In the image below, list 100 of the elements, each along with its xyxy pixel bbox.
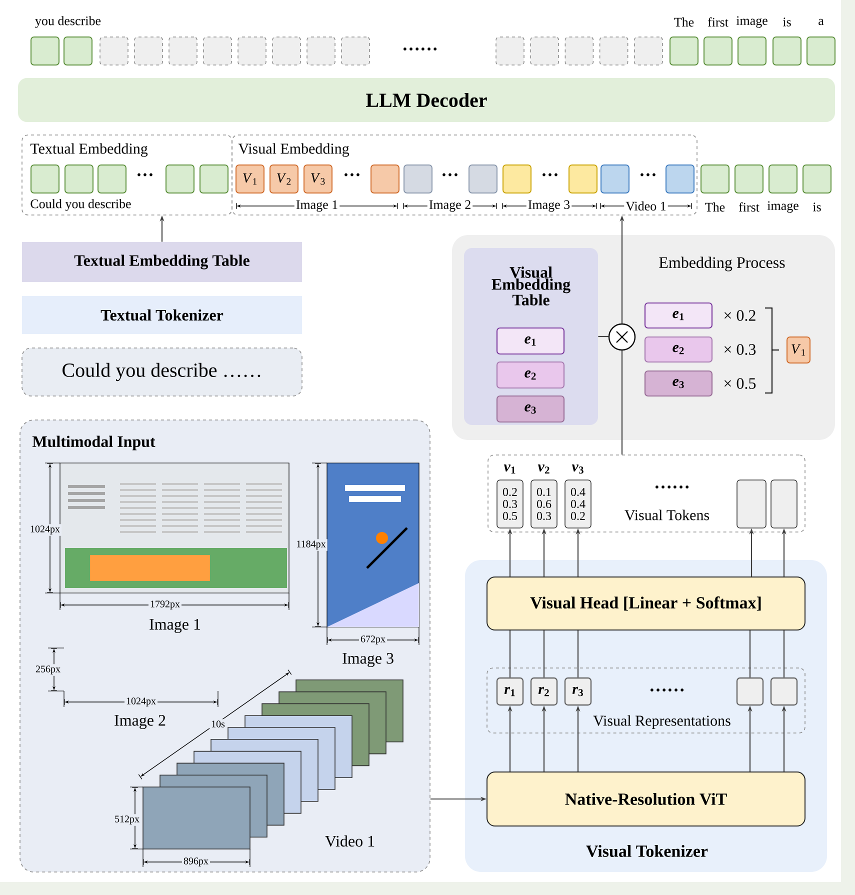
ellipsis: ···	[442, 173, 458, 176]
representation-box: r$_{3}$	[564, 677, 592, 706]
token-box	[468, 164, 498, 194]
token-box	[370, 164, 400, 194]
connector-line	[621, 350, 623, 455]
token-word: a	[818, 18, 824, 26]
vit-box: Native-Resolution ViT	[486, 772, 806, 826]
token-box	[168, 36, 198, 66]
token-box	[564, 36, 594, 66]
token-word: image	[736, 16, 768, 28]
token-box	[166, 164, 194, 194]
token-box	[100, 36, 128, 66]
connector-line	[749, 630, 751, 678]
embedding-box: e$_{1}$	[496, 327, 565, 355]
tokenizer-box: Textual Tokenizer	[22, 296, 302, 334]
dimension-label: 672px	[359, 634, 387, 646]
multiply-circle	[608, 323, 636, 351]
head-box: Visual Head [Linear + Softmax]	[486, 576, 806, 630]
token-box	[30, 164, 60, 194]
weight-label: × 0.2	[724, 310, 756, 321]
token-box: V$_{2}$	[270, 164, 298, 194]
token-box: V$_{1}$	[786, 336, 810, 364]
embedding-box: e$_{3}$	[496, 395, 565, 423]
dimension-label: 1184px	[294, 539, 328, 551]
node-label: v$_{3}$	[572, 464, 584, 474]
table-box: Textual Embedding Table	[22, 242, 302, 282]
ellipsis: ···	[344, 173, 360, 176]
token-word: The	[674, 17, 694, 27]
token-box	[600, 164, 630, 194]
representation-box: r$_{1}$	[496, 677, 524, 706]
token-vector-box: v$_{3}$ 0.4 0.4 0.2	[564, 464, 592, 528]
token-vector-box	[770, 480, 798, 528]
connector-line	[598, 336, 608, 338]
node-label: v$_{2}$	[538, 464, 550, 474]
image-caption: Image 3	[342, 653, 394, 668]
dimension-label: 896px	[182, 856, 210, 868]
token-box	[30, 36, 60, 66]
image-caption: Image 1	[150, 619, 200, 634]
token-box: V$_{3}$	[304, 164, 332, 194]
token-word: image	[767, 201, 798, 213]
connector-line	[543, 630, 545, 678]
ellipsis: ……	[650, 688, 684, 692]
image-placeholder	[326, 462, 420, 628]
dimension-label: 10s	[210, 719, 226, 729]
span-label: Image 2	[427, 198, 473, 214]
token-box	[530, 36, 559, 66]
token-box	[666, 164, 694, 194]
dimension-label: 1024px	[28, 524, 62, 536]
token-vector-box: v$_{1}$ 0.2 0.3 0.5	[496, 464, 524, 528]
dimension-label: 1792px	[148, 599, 182, 611]
token-box	[200, 164, 228, 194]
image-caption: Image 2	[114, 715, 166, 730]
token-box	[306, 36, 336, 66]
token-box: V$_{1}$	[236, 164, 264, 194]
decoder-band: LLM Decoder	[18, 78, 835, 122]
connector-line	[509, 630, 511, 678]
ellipsis: ···	[138, 173, 152, 176]
token-box	[341, 36, 370, 66]
embedding-box: e$_{2}$	[496, 361, 565, 389]
dimension-label: 1024px	[124, 696, 158, 708]
representation-box: r$_{2}$	[530, 677, 558, 706]
dimension-label: 256px	[34, 664, 62, 676]
embedding-box: e$_{1}$	[644, 302, 713, 329]
token-word: you describe	[35, 16, 101, 28]
ellipsis: ···	[542, 173, 558, 176]
token-box	[568, 164, 598, 194]
representation-box	[770, 677, 798, 706]
weight-label: × 0.5	[724, 378, 756, 389]
ellipsis: ……	[656, 486, 689, 488]
input-text-box: Could you describe ……	[22, 348, 302, 396]
connector-line	[577, 630, 579, 678]
representation-box	[736, 677, 764, 706]
token-box	[599, 36, 628, 66]
token-box	[496, 36, 524, 66]
token-box	[272, 36, 301, 66]
connector-line	[783, 630, 785, 678]
token-box	[502, 164, 532, 194]
embedding-box: e$_{3}$	[644, 370, 713, 397]
token-box	[98, 164, 126, 194]
span-label: Image 3	[526, 198, 572, 214]
dimension-label: 512px	[113, 814, 141, 826]
node-label: v$_{1}$	[504, 464, 516, 474]
token-box	[64, 164, 94, 194]
token-vector-box	[736, 480, 766, 528]
token-vector-box: v$_{2}$ 0.1 0.6 0.3	[530, 464, 558, 528]
token-word: The	[705, 202, 725, 212]
ellipsis: ……	[404, 48, 437, 50]
token-word: is	[782, 18, 791, 26]
span-label: Video 1	[624, 200, 668, 212]
token-box	[203, 36, 232, 66]
token-box	[64, 36, 92, 66]
image-caption: Video 1	[325, 835, 374, 847]
token-word: first	[738, 202, 760, 212]
token-box	[134, 36, 163, 66]
token-word: first	[708, 17, 728, 27]
weight-label: × 0.3	[724, 344, 756, 355]
span-label: Image 1	[294, 198, 340, 214]
ellipsis: ···	[640, 173, 656, 176]
token-box	[238, 36, 266, 66]
token-word: is	[812, 202, 821, 212]
